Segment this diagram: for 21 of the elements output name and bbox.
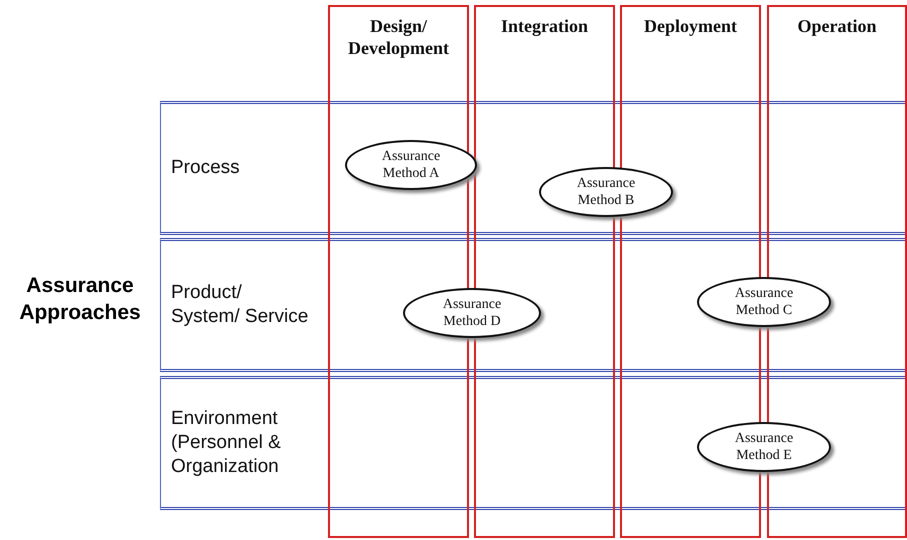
- method-label: Assurance Method E: [734, 430, 794, 464]
- row-band: [160, 101, 907, 235]
- column-heading: Integration: [500, 15, 589, 37]
- column-heading: Operation: [796, 15, 878, 37]
- method-ellipse: [539, 167, 673, 217]
- axis-title: Assurance Approaches: [18, 273, 142, 326]
- method-label: Assurance Method A: [380, 148, 442, 182]
- row-heading: Process: [171, 156, 241, 180]
- column-heading: Design/ Development: [347, 15, 450, 59]
- row-band: [160, 238, 907, 372]
- method-ellipse: [697, 422, 831, 472]
- method-label: Assurance Method D: [442, 296, 502, 330]
- row-heading: Environment (Personnel & Organization: [171, 407, 282, 479]
- method-ellipse: [345, 140, 477, 190]
- method-ellipse: [403, 288, 541, 338]
- row-band: [160, 376, 907, 510]
- column-heading: Deployment: [643, 15, 738, 37]
- method-ellipse: [697, 277, 831, 327]
- row-heading: Product/ System/ Service: [171, 281, 310, 329]
- method-label: Assurance Method C: [734, 285, 794, 319]
- method-label: Assurance Method B: [576, 175, 636, 209]
